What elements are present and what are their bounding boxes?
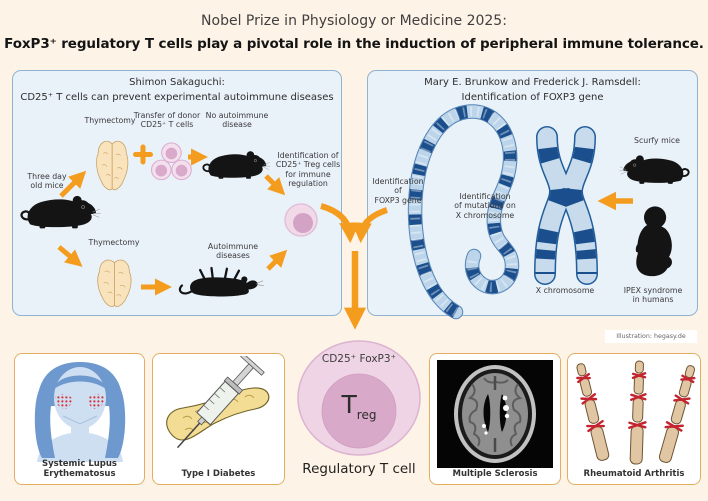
label-identification-mutations: Identification of mutations on X chromos… <box>454 192 516 220</box>
card-multiple-sclerosis: Multiple Sclerosis <box>429 353 561 485</box>
label-thymectomy-top: Thymectomy <box>84 116 136 125</box>
illustration-credit: Illustration: hegasy.de <box>605 330 697 343</box>
card-systemic-lupus: Systemic Lupus Erythematosus <box>14 353 145 485</box>
arthritic-fingers-icon <box>576 360 696 465</box>
label-no-autoimmune: No autoimmune disease <box>205 111 269 130</box>
sakaguchi-panel <box>12 70 342 316</box>
label-ipex-syndrome: IPEX syndrome in humans <box>623 286 683 305</box>
lupus-face-icon <box>34 362 126 462</box>
label-three-day-mice: Three day old mice <box>27 172 67 191</box>
label-scurfy-mice: Scurfy mice <box>634 136 680 145</box>
treg-symbol-sub: reg <box>356 408 377 422</box>
label-autoimmune-diseases: Autoimmune diseases <box>207 242 259 261</box>
page-title: Nobel Prize in Physiology or Medicine 20… <box>201 13 507 29</box>
card-label-diabetes: Type I Diabetes <box>181 469 256 479</box>
sakaguchi-panel-title: Shimon Sakaguchi: CD25⁺ T cells can prev… <box>20 77 334 103</box>
card-label-lupus: Systemic Lupus Erythematosus <box>42 459 117 479</box>
card-type1-diabetes: Type I Diabetes <box>152 353 285 485</box>
treg-markers-label: CD25⁺ FoxP3⁺ <box>321 353 397 365</box>
treg-caption: Regulatory T cell <box>302 461 416 477</box>
label-thymectomy-bottom: Thymectomy <box>88 238 140 247</box>
label-x-chromosome: X chromosome <box>535 286 595 295</box>
card-label-ra: Rheumatoid Arthritis <box>583 469 685 479</box>
card-label-ms: Multiple Sclerosis <box>452 469 538 479</box>
card-rheumatoid-arthritis: Rheumatoid Arthritis <box>567 353 701 485</box>
page-subtitle: FoxP3⁺ regulatory T cells play a pivotal… <box>4 36 704 52</box>
brunkow-ramsdell-panel-title: Mary E. Brunkow and Frederick J. Ramsdel… <box>424 77 641 103</box>
label-identification-treg: Identification of CD25⁺ Treg cells for i… <box>275 151 341 189</box>
label-identification-foxp3: Identification of FOXP3 gene <box>372 177 424 205</box>
label-transfer-donor: Transfer of donor CD25⁺ T cells <box>133 111 201 130</box>
brain-mri-icon <box>437 360 553 468</box>
pancreas-syringe-icon <box>166 356 270 449</box>
treg-symbol: Treg <box>309 390 409 422</box>
treg-symbol-main: T <box>341 390 357 419</box>
